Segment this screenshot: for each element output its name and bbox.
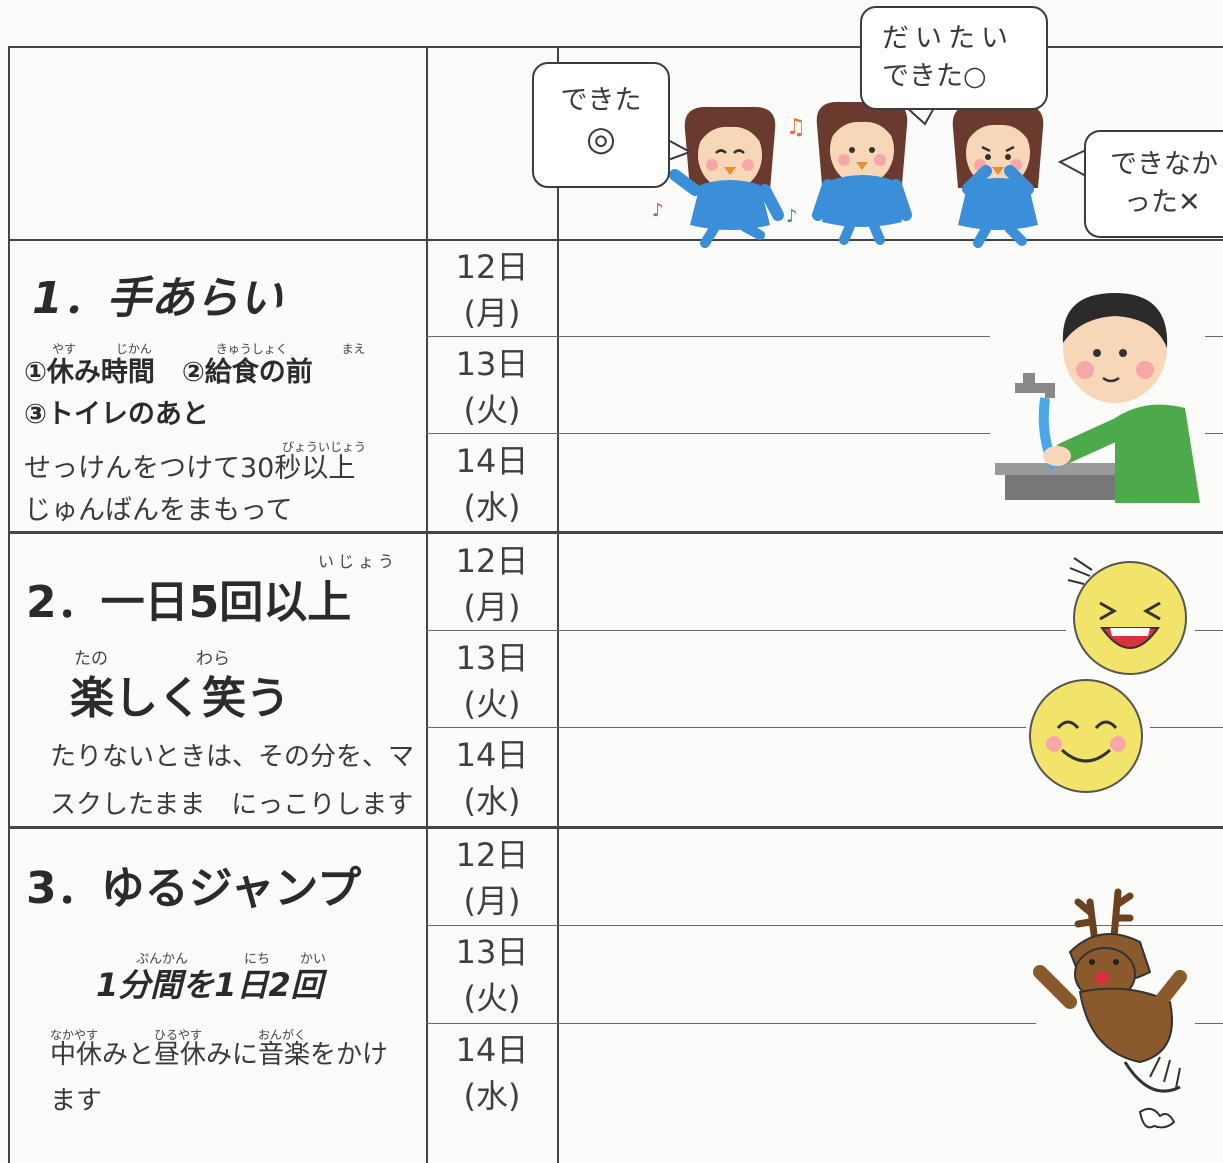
s2-day3: 14日(水) bbox=[455, 736, 529, 820]
section-1-line4: じゅんばんをまもって bbox=[24, 495, 293, 526]
section-3-line1: 中休みと昼休みに音楽をかけ bbox=[50, 1040, 389, 1070]
section-2-bottom-border bbox=[8, 826, 1223, 829]
row-line bbox=[426, 727, 1026, 728]
legend-mostly-label-top: だいたい bbox=[882, 23, 1014, 54]
col-divider-2 bbox=[557, 46, 559, 1163]
section-3-subtitle-ruby: ぷんかんにちかい bbox=[136, 952, 327, 967]
svg-text:♪: ♪ bbox=[652, 200, 664, 221]
legend-bubble-mostly: だいたい できた○ bbox=[860, 6, 1048, 110]
s3-day2: 13日(火) bbox=[455, 933, 529, 1017]
s3-day1: 12日(月) bbox=[455, 836, 529, 920]
section-3-line2: ます bbox=[50, 1086, 103, 1116]
table-top-border bbox=[8, 46, 1223, 48]
section-1-title: 1．手あらい bbox=[32, 273, 283, 324]
section-1-line1: ①休み時間 ②給食の前 bbox=[24, 357, 313, 388]
section-3-subtitle: 1分間を1日2回 bbox=[96, 966, 323, 1004]
s1-day1: 12日(月) bbox=[455, 248, 529, 332]
section-2-line2: スクしたまま にっこりします bbox=[50, 790, 414, 820]
circle-icon: ○ bbox=[963, 61, 987, 92]
section-1-bottom-border bbox=[8, 531, 1223, 534]
happy-girl-icon bbox=[669, 106, 784, 248]
section-1-line2: ③トイレのあと bbox=[24, 399, 209, 430]
section-2-title-ruby: いじょう bbox=[318, 552, 399, 571]
table-left-border bbox=[8, 46, 10, 1163]
row-line bbox=[1195, 630, 1223, 631]
s3-day3: 14日(水) bbox=[455, 1031, 529, 1115]
row-line bbox=[1150, 727, 1223, 728]
section-1-ruby: やす じかん きゅうしょく まえ bbox=[52, 342, 366, 356]
header-bottom-border bbox=[8, 239, 1223, 241]
s2-day2: 13日(火) bbox=[455, 639, 529, 723]
section-2-subtitle: 楽しく笑う bbox=[70, 673, 290, 724]
section-2-subtitle-ruby: たのわら bbox=[74, 649, 230, 669]
handwashing-boy-icon bbox=[995, 293, 1200, 503]
row-line bbox=[1195, 1023, 1223, 1024]
double-circle-icon: ◎ bbox=[586, 119, 616, 159]
s2-day1: 12日(月) bbox=[455, 542, 529, 626]
sad-girl-icon bbox=[952, 104, 1044, 248]
neutral-girl-icon bbox=[812, 101, 912, 245]
legend-bubble-not-done: できなか った✕ bbox=[1084, 130, 1223, 238]
cross-icon: ✕ bbox=[1178, 187, 1201, 218]
row-line bbox=[426, 630, 1066, 631]
row-line bbox=[426, 925, 1223, 926]
svg-text:♪: ♪ bbox=[786, 206, 798, 227]
laughing-face-icon bbox=[1067, 557, 1187, 675]
legend-mostly-label-bottom: できた○ bbox=[882, 61, 987, 92]
section-1-line3-ruby: びょういじょう bbox=[282, 440, 367, 454]
row-line bbox=[426, 433, 990, 434]
section-1-line3: せっけんをつけて30秒以上 bbox=[24, 453, 356, 484]
legend-not-done-label-bottom: った✕ bbox=[1124, 187, 1201, 218]
s1-day3: 14日(水) bbox=[455, 442, 529, 526]
row-line bbox=[1205, 433, 1223, 434]
legend-done-label: できた bbox=[560, 85, 642, 116]
legend-bubble-done: できた ◎ bbox=[532, 62, 670, 188]
section-2-title: 2．一日5回以上 bbox=[26, 577, 352, 628]
col-divider-1 bbox=[426, 46, 428, 1163]
section-3-title: 3．ゆるジャンプ bbox=[26, 863, 362, 914]
section-2-line1: たりないときは、その分を、マ bbox=[50, 742, 415, 772]
row-line bbox=[426, 1023, 1036, 1024]
legend-illustration: ♫ ♪ ♪ bbox=[652, 101, 1087, 248]
smiling-face-icon bbox=[1029, 679, 1143, 793]
jumping-reindeer-icon bbox=[1033, 888, 1187, 1129]
section-3-line1-ruby: なかやすひるやすおんがく bbox=[50, 1028, 307, 1042]
row-line bbox=[1205, 336, 1223, 337]
svg-text:♫: ♫ bbox=[786, 115, 806, 140]
s1-day2: 13日(火) bbox=[455, 345, 529, 429]
row-line bbox=[426, 336, 990, 337]
legend-not-done-label-top: できなか bbox=[1110, 149, 1218, 180]
